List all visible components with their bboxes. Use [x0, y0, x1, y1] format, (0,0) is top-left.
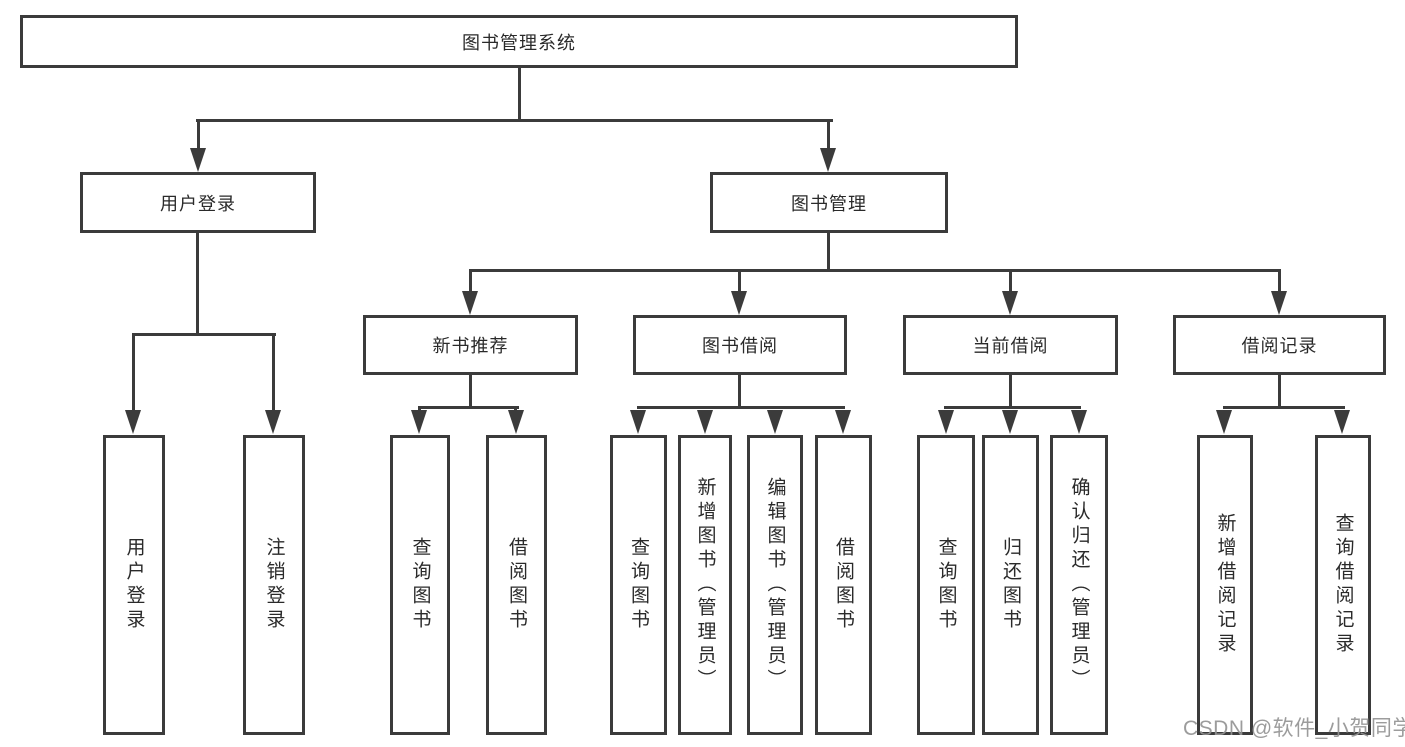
connector-book-mgmt-rail [469, 269, 1281, 272]
arrow-down-icon [265, 410, 281, 434]
arrow-down-icon [938, 410, 954, 434]
leaf-query-book-recommend-label: 查询图书 [409, 537, 431, 633]
arrow-down-icon [411, 410, 427, 434]
leaf-query-borrow-record: 查询借阅记录 [1315, 435, 1371, 735]
arrow-down-icon [1071, 410, 1087, 434]
connector-root-stem [518, 68, 521, 121]
leaf-borrow-book-recommend: 借阅图书 [486, 435, 547, 735]
arrow-down-icon [835, 410, 851, 434]
leaf-add-book-admin-label: 新增图书（管理员） [694, 477, 716, 693]
leaf-query-book-current-label: 查询图书 [935, 537, 957, 633]
connector-user-login-stem [196, 233, 199, 335]
node-root-label: 图书管理系统 [462, 32, 576, 53]
connector-rail [944, 406, 1081, 409]
connector-leaf-drop [132, 333, 135, 412]
connector-stem [1278, 375, 1281, 408]
node-user-login: 用户登录 [80, 172, 316, 233]
arrow-down-icon [508, 410, 524, 434]
connector-drop [1009, 269, 1012, 293]
connector-stem [469, 375, 472, 408]
connector-rail [1223, 406, 1345, 409]
node-current-borrow: 当前借阅 [903, 315, 1118, 375]
arrow-down-icon [731, 291, 747, 315]
leaf-add-borrow-record: 新增借阅记录 [1197, 435, 1253, 735]
connector-book-mgmt-stem [827, 233, 830, 271]
connector-rail [418, 406, 519, 409]
leaf-query-book-recommend: 查询图书 [390, 435, 450, 735]
leaf-return-book: 归还图书 [982, 435, 1039, 735]
leaf-borrow-book-label: 借阅图书 [833, 537, 854, 633]
node-book-borrow: 图书借阅 [633, 315, 847, 375]
leaf-logout-login: 注销登录 [243, 435, 305, 735]
node-user-login-label: 用户登录 [160, 193, 236, 214]
connector-root-rail [196, 119, 833, 122]
leaf-query-book-borrow-label: 查询图书 [628, 537, 649, 633]
connector-stem [1009, 375, 1012, 408]
leaf-edit-book-admin-label: 编辑图书（管理员） [764, 477, 786, 693]
node-root: 图书管理系统 [20, 15, 1018, 68]
arrow-down-icon [630, 410, 646, 434]
connector-rail [637, 406, 845, 409]
connector-drop [469, 269, 472, 293]
arrow-down-icon [1334, 410, 1350, 434]
leaf-borrow-book-recommend-label: 借阅图书 [506, 537, 527, 633]
arrow-down-icon [1002, 291, 1018, 315]
leaf-user-login-label: 用户登录 [123, 537, 145, 633]
connector-drop [1278, 269, 1281, 293]
node-book-management-label: 图书管理 [791, 193, 867, 214]
leaf-return-book-label: 归还图书 [1000, 537, 1021, 633]
arrow-down-icon [462, 291, 478, 315]
leaf-user-login: 用户登录 [103, 435, 165, 735]
arrow-down-icon [190, 148, 206, 172]
node-borrow-records-label: 借阅记录 [1241, 336, 1318, 356]
arrow-down-icon [125, 410, 141, 434]
arrow-down-icon [1216, 410, 1232, 434]
leaf-borrow-book: 借阅图书 [815, 435, 872, 735]
arrow-down-icon [1002, 410, 1018, 434]
arrow-down-icon [820, 148, 836, 172]
node-current-borrow-label: 当前借阅 [972, 336, 1049, 356]
leaf-query-book-borrow: 查询图书 [610, 435, 667, 735]
connector-leaf-drop [272, 333, 275, 412]
node-borrow-records: 借阅记录 [1173, 315, 1386, 375]
csdn-watermark: CSDN @软件_小贺同学 [1183, 717, 1405, 740]
connector-user-login-rail [132, 333, 276, 336]
leaf-add-book-admin: 新增图书（管理员） [678, 435, 732, 735]
arrow-down-icon [697, 410, 713, 434]
leaf-edit-book-admin: 编辑图书（管理员） [747, 435, 803, 735]
node-book-management: 图书管理 [710, 172, 948, 233]
node-new-book-recommend-label: 新书推荐 [432, 336, 509, 356]
arrow-down-icon [1271, 291, 1287, 315]
connector-drop [738, 269, 741, 293]
leaf-confirm-return-admin-label: 确认归还（管理员） [1068, 477, 1090, 693]
leaf-add-borrow-record-label: 新增借阅记录 [1214, 513, 1236, 657]
arrow-down-icon [767, 410, 783, 434]
leaf-confirm-return-admin: 确认归还（管理员） [1050, 435, 1108, 735]
node-new-book-recommend: 新书推荐 [363, 315, 578, 375]
connector-stem [738, 375, 741, 408]
leaf-query-book-current: 查询图书 [917, 435, 975, 735]
leaf-query-borrow-record-label: 查询借阅记录 [1332, 513, 1354, 657]
node-book-borrow-label: 图书借阅 [702, 336, 778, 356]
connector-user-login-drop [197, 119, 200, 150]
leaf-logout-login-label: 注销登录 [263, 537, 285, 633]
connector-book-mgmt-drop [827, 119, 830, 150]
